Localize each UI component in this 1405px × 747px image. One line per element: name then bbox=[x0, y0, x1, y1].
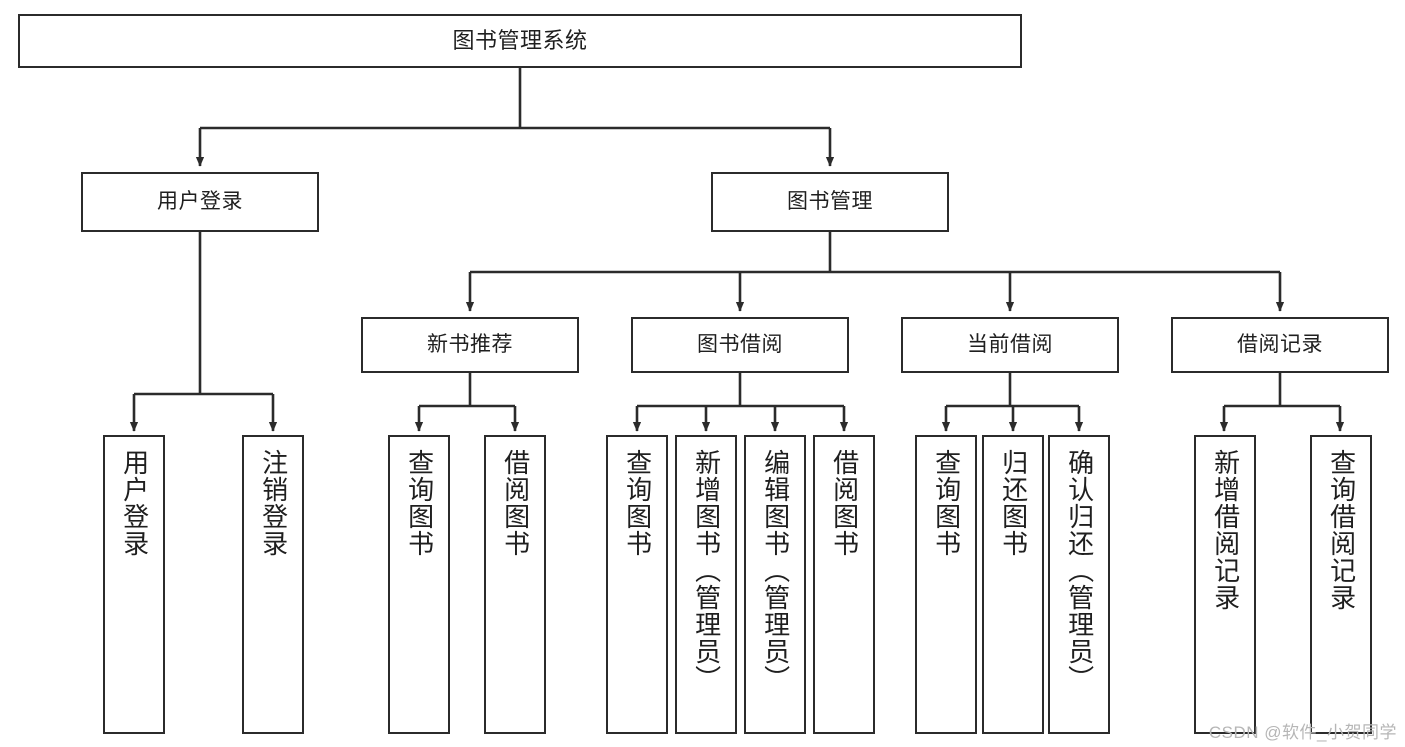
node-current-borrow[interactable]: 当前借阅 bbox=[901, 317, 1119, 373]
leaf-user-login-label: 用户登录 bbox=[119, 449, 150, 557]
leaf-return-book[interactable]: 归还图书 bbox=[982, 435, 1044, 734]
leaf-borrow-book-label: 借阅图书 bbox=[829, 449, 860, 557]
node-new-book-recommend-label: 新书推荐 bbox=[427, 332, 513, 356]
node-borrow-record[interactable]: 借阅记录 bbox=[1171, 317, 1389, 373]
leaf-logout-label: 注销登录 bbox=[258, 449, 289, 557]
leaf-query-book[interactable]: 查询图书 bbox=[606, 435, 668, 734]
node-root[interactable]: 图书管理系统 bbox=[18, 14, 1022, 68]
leaf-query-borrow-record-label: 查询借阅记录 bbox=[1326, 449, 1357, 611]
leaf-logout[interactable]: 注销登录 bbox=[242, 435, 304, 734]
leaf-add-book-admin-label: 新增图书（管理员） bbox=[691, 449, 722, 692]
leaf-borrow-book-recommend[interactable]: 借阅图书 bbox=[484, 435, 546, 734]
leaf-add-borrow-record-label: 新增借阅记录 bbox=[1210, 449, 1241, 611]
leaf-edit-book-admin[interactable]: 编辑图书（管理员） bbox=[744, 435, 806, 734]
leaf-query-book-label: 查询图书 bbox=[622, 449, 653, 557]
node-new-book-recommend[interactable]: 新书推荐 bbox=[361, 317, 579, 373]
leaf-confirm-return-admin-label: 确认归还（管理员） bbox=[1064, 449, 1095, 692]
leaf-query-borrow-record[interactable]: 查询借阅记录 bbox=[1310, 435, 1372, 734]
leaf-query-book-current[interactable]: 查询图书 bbox=[915, 435, 977, 734]
node-user-login-label: 用户登录 bbox=[157, 189, 243, 213]
node-book-borrow[interactable]: 图书借阅 bbox=[631, 317, 849, 373]
leaf-confirm-return-admin[interactable]: 确认归还（管理员） bbox=[1048, 435, 1110, 734]
leaf-borrow-book[interactable]: 借阅图书 bbox=[813, 435, 875, 734]
leaf-query-book-recommend-label: 查询图书 bbox=[404, 449, 435, 557]
leaf-return-book-label: 归还图书 bbox=[998, 449, 1029, 557]
leaf-query-book-recommend[interactable]: 查询图书 bbox=[388, 435, 450, 734]
leaf-user-login[interactable]: 用户登录 bbox=[103, 435, 165, 734]
node-user-login[interactable]: 用户登录 bbox=[81, 172, 319, 232]
leaf-query-book-current-label: 查询图书 bbox=[931, 449, 962, 557]
node-book-management-label: 图书管理 bbox=[787, 189, 873, 213]
node-root-label: 图书管理系统 bbox=[452, 28, 588, 54]
leaf-borrow-book-recommend-label: 借阅图书 bbox=[500, 449, 531, 557]
node-book-borrow-label: 图书借阅 bbox=[697, 332, 783, 356]
leaf-add-book-admin[interactable]: 新增图书（管理员） bbox=[675, 435, 737, 734]
leaf-edit-book-admin-label: 编辑图书（管理员） bbox=[760, 449, 791, 692]
leaf-add-borrow-record[interactable]: 新增借阅记录 bbox=[1194, 435, 1256, 734]
watermark: CSDN @软件_小贺同学 bbox=[1208, 723, 1397, 742]
node-borrow-record-label: 借阅记录 bbox=[1237, 332, 1323, 356]
node-book-management[interactable]: 图书管理 bbox=[711, 172, 949, 232]
node-current-borrow-label: 当前借阅 bbox=[967, 332, 1053, 356]
